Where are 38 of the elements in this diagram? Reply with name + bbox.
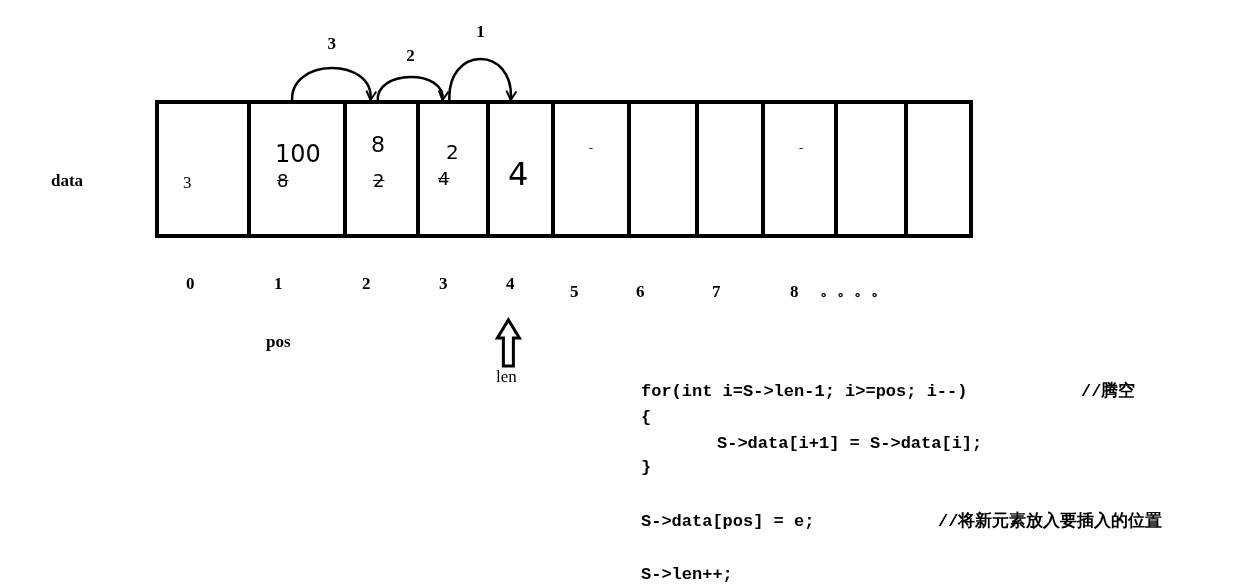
index-label: 2	[362, 275, 371, 292]
crossed-out-value: 2	[373, 172, 385, 190]
code-line: {	[641, 409, 652, 426]
code-line: S->data[pos] = e;	[641, 513, 815, 530]
crossed-out-value: 4	[438, 170, 450, 188]
edge-label: 1	[476, 23, 485, 40]
index-label: 6	[636, 283, 645, 300]
code-line: S->len++;	[641, 566, 733, 583]
index-label: 0	[186, 275, 195, 292]
code-comment: //将新元素放入要插入的位置	[938, 513, 1163, 530]
index-label: 8	[790, 283, 799, 300]
crossed-out-value: 8	[277, 172, 289, 190]
curved-arrow	[448, 57, 517, 103]
index-label: 5	[570, 283, 579, 300]
index-label: 1	[274, 275, 283, 292]
pointer-arrow	[494, 317, 523, 368]
index-label: 4	[506, 275, 515, 292]
cell-value: 3	[183, 174, 192, 191]
cell-value: 4	[508, 158, 529, 190]
cell-value: -	[799, 142, 803, 154]
code-line: }	[641, 459, 652, 476]
cell-value: 8	[371, 134, 385, 156]
code-line: for(int i=S->len-1; i>=pos; i--)	[641, 383, 968, 400]
pointer-label: len	[496, 368, 517, 385]
cell-value: -	[589, 142, 593, 154]
edge-label: 3	[327, 35, 336, 52]
code-comment: //腾空	[1081, 383, 1136, 400]
curved-arrow	[290, 66, 376, 103]
code-line: S->data[i+1] = S->data[i];	[717, 435, 983, 452]
ellipsis-text: 。。。。	[820, 281, 888, 298]
cell-value: 100	[275, 142, 321, 166]
curved-arrow	[376, 75, 448, 103]
index-label: 3	[439, 275, 448, 292]
variable-label: pos	[266, 333, 291, 350]
edge-label: 2	[406, 47, 415, 64]
index-label: 7	[712, 283, 721, 300]
variable-label: data	[51, 172, 84, 189]
cell-value: 2	[446, 142, 459, 162]
